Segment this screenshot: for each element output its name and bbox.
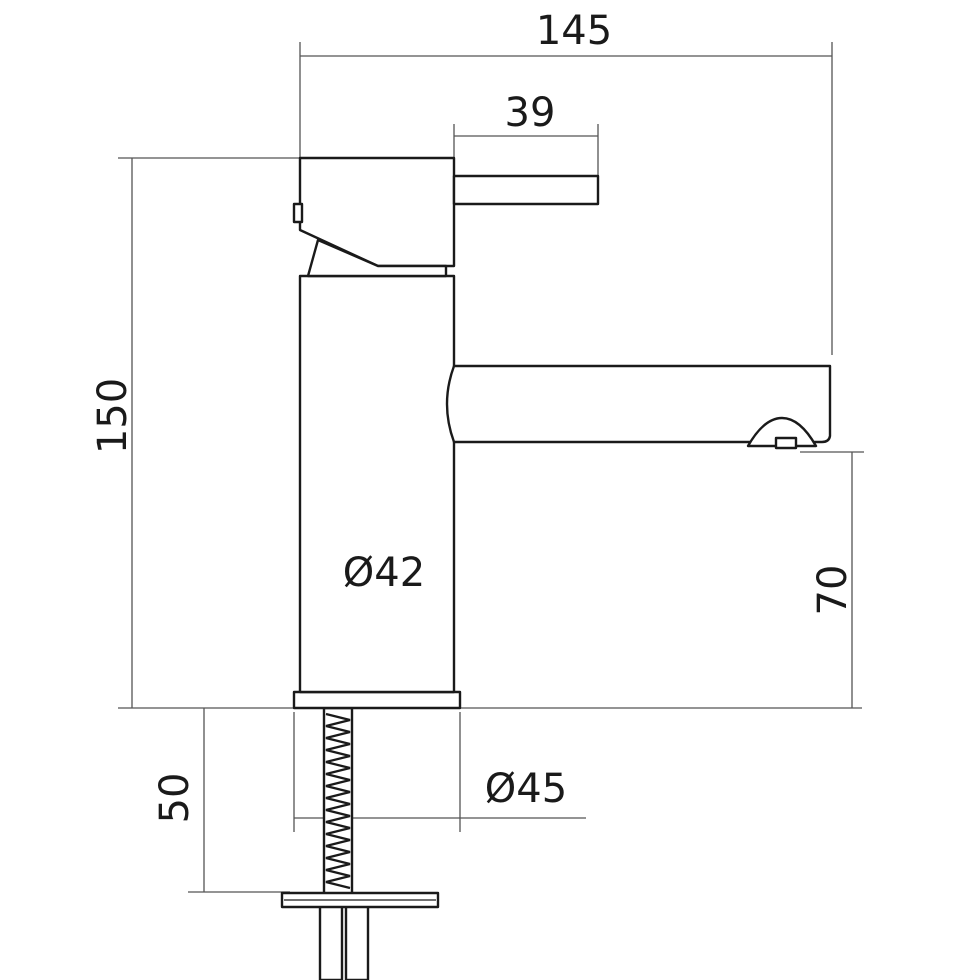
connection-tail-left — [318, 904, 344, 980]
aerator — [746, 416, 818, 448]
rod-thread — [325, 712, 351, 890]
aerator-nozzle — [774, 436, 798, 450]
dimension-labels: 145 39 150 70 Ø42 Ø45 50 — [90, 8, 856, 823]
spout — [445, 364, 832, 444]
lever-handle — [452, 174, 600, 206]
label-lever-length: 39 — [505, 90, 556, 136]
label-body-diameter: Ø42 — [343, 550, 425, 596]
label-total-height: 150 — [90, 378, 136, 454]
label-total-width: 145 — [536, 8, 612, 54]
label-spout-height: 70 — [810, 565, 856, 616]
dimension-lines — [118, 42, 864, 893]
label-fixing-length: 50 — [152, 773, 198, 824]
faucet — [280, 156, 832, 980]
head-detail — [292, 202, 304, 224]
label-base-diameter: Ø45 — [485, 766, 567, 812]
base-flange — [292, 690, 462, 710]
head-neck — [306, 238, 448, 278]
connection-tail-right — [344, 904, 370, 980]
body-cylinder — [298, 274, 456, 694]
